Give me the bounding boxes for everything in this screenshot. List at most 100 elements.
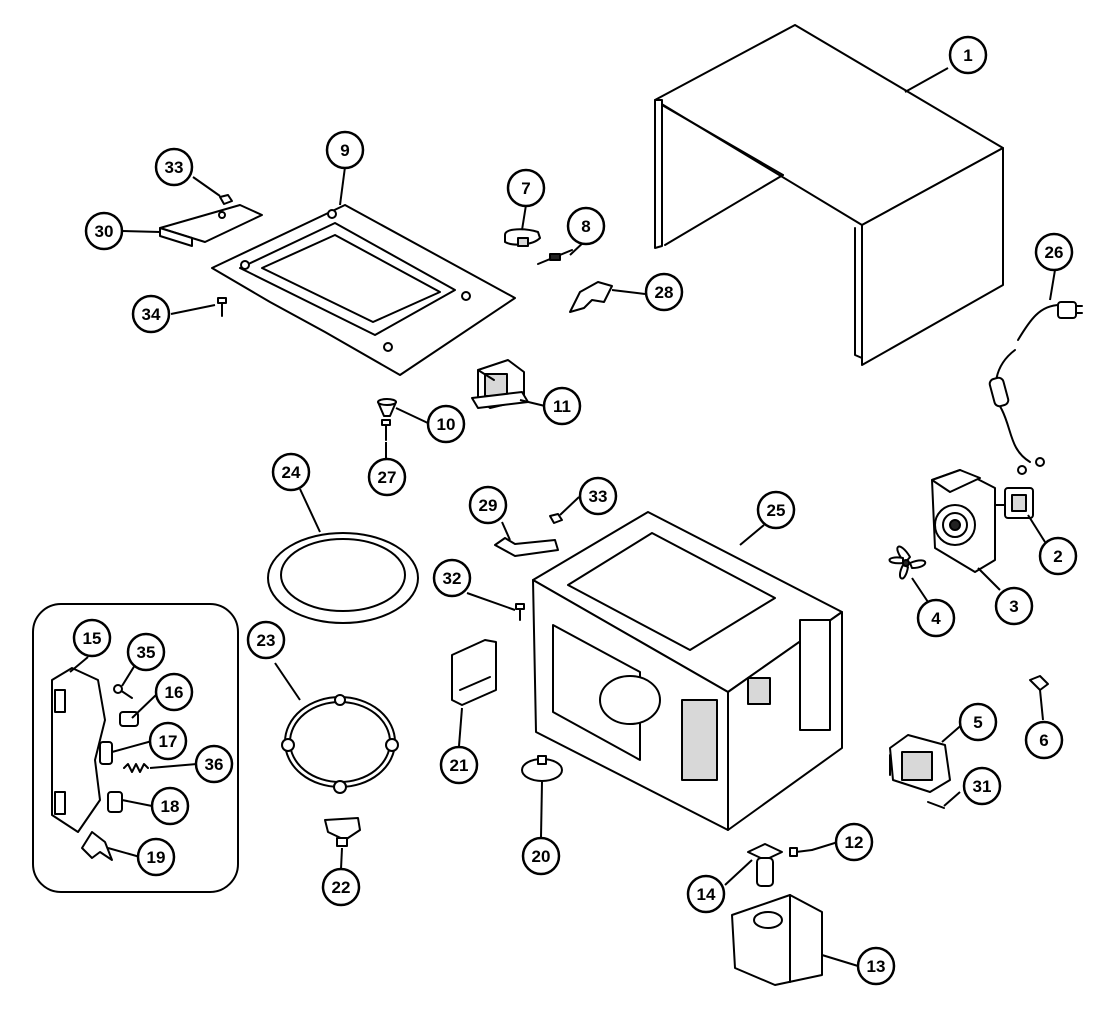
callout-17: 17 xyxy=(148,721,188,761)
callout-number: 35 xyxy=(137,643,156,662)
callout-number: 20 xyxy=(532,847,551,866)
callout-number: 7 xyxy=(521,179,530,198)
callout-circle xyxy=(916,598,956,638)
callout-circle xyxy=(644,272,684,312)
screw-part-35 xyxy=(113,684,133,699)
fan-motor-part xyxy=(994,487,1034,519)
power-cord-part xyxy=(988,301,1083,475)
callout-29: 29 xyxy=(468,485,508,525)
callout-21: 21 xyxy=(439,745,479,785)
magnetron-part xyxy=(889,734,951,793)
callout-15: 15 xyxy=(72,618,112,658)
spring-part-36 xyxy=(123,763,149,773)
callout-circle xyxy=(148,721,188,761)
callout-11: 11 xyxy=(542,386,582,426)
coupler-part xyxy=(324,817,361,847)
oven-cavity-part xyxy=(532,511,843,831)
callout-number: 32 xyxy=(443,569,462,588)
callout-circle xyxy=(506,168,546,208)
callout-circle xyxy=(834,822,874,862)
callout-number: 26 xyxy=(1045,243,1064,262)
callout-28: 28 xyxy=(644,272,684,312)
outer-cabinet-part xyxy=(654,24,1004,366)
fan-blade-part xyxy=(888,545,927,580)
callout-number: 12 xyxy=(845,833,864,852)
switch-part-18 xyxy=(107,791,123,813)
callout-number: 17 xyxy=(159,732,178,751)
callout-number: 34 xyxy=(142,305,161,324)
nut-part-top xyxy=(219,194,233,205)
glass-tray-part xyxy=(267,532,419,624)
callout-30: 30 xyxy=(84,211,124,251)
callout-2: 2 xyxy=(1038,536,1078,576)
callout-number: 33 xyxy=(589,487,608,506)
callout-circle xyxy=(271,452,311,492)
callout-24: 24 xyxy=(271,452,311,492)
callout-number: 8 xyxy=(581,217,590,236)
callout-circle xyxy=(1034,232,1074,272)
callout-circle xyxy=(194,744,234,784)
callout-circle xyxy=(367,457,407,497)
callout-12: 12 xyxy=(834,822,874,862)
callout-circle xyxy=(1038,536,1078,576)
callout-32: 32 xyxy=(432,558,472,598)
callout-circle xyxy=(578,476,618,516)
foot-part xyxy=(377,398,397,417)
fan-housing-part xyxy=(931,469,996,573)
callout-4: 4 xyxy=(916,598,956,638)
transformer-part xyxy=(471,359,529,409)
capacitor-part xyxy=(504,228,541,247)
callout-number: 24 xyxy=(282,463,301,482)
callout-34: 34 xyxy=(131,294,171,334)
callout-number: 2 xyxy=(1053,547,1062,566)
callout-number: 36 xyxy=(205,755,224,774)
lever-part-19 xyxy=(81,831,113,861)
callout-circle xyxy=(246,620,286,660)
callout-number: 29 xyxy=(479,496,498,515)
callout-circle xyxy=(948,35,988,75)
callout-circle xyxy=(439,745,479,785)
callout-circle xyxy=(154,672,194,712)
callout-circle xyxy=(432,558,472,598)
callout-number: 11 xyxy=(553,397,571,416)
callout-7: 7 xyxy=(506,168,546,208)
callout-number: 25 xyxy=(767,501,786,520)
callout-circle xyxy=(521,836,561,876)
callout-number: 31 xyxy=(973,777,992,796)
screw-part-31 xyxy=(927,801,945,809)
callout-circle xyxy=(126,632,166,672)
screw-part-27 xyxy=(381,419,391,441)
callout-33: 33 xyxy=(578,476,618,516)
bracket-part xyxy=(159,204,263,247)
roller-ring-part xyxy=(281,694,399,794)
callout-number: 4 xyxy=(931,609,941,628)
cover-part-21 xyxy=(451,639,497,706)
callout-circle xyxy=(321,867,361,907)
callout-circle xyxy=(1024,720,1064,760)
callout-number: 22 xyxy=(332,878,351,897)
callout-27: 27 xyxy=(367,457,407,497)
callout-35: 35 xyxy=(126,632,166,672)
callout-number: 13 xyxy=(867,957,886,976)
diode-part xyxy=(537,249,573,265)
callout-circle xyxy=(542,386,582,426)
callout-circle xyxy=(325,130,365,170)
callout-9: 9 xyxy=(325,130,365,170)
callout-33: 33 xyxy=(154,147,194,187)
callout-number: 16 xyxy=(165,683,184,702)
callout-number: 6 xyxy=(1039,731,1048,750)
callout-circle xyxy=(962,766,1002,806)
callout-number: 14 xyxy=(697,885,716,904)
callout-circle xyxy=(686,874,726,914)
callout-number: 10 xyxy=(437,415,456,434)
duct-part-13 xyxy=(731,894,823,986)
callout-3: 3 xyxy=(994,586,1034,626)
callout-number: 30 xyxy=(95,222,114,241)
callout-10: 10 xyxy=(426,404,466,444)
callout-circle xyxy=(756,490,796,530)
callout-number: 5 xyxy=(973,713,982,732)
callout-13: 13 xyxy=(856,946,896,986)
callout-18: 18 xyxy=(150,786,190,826)
